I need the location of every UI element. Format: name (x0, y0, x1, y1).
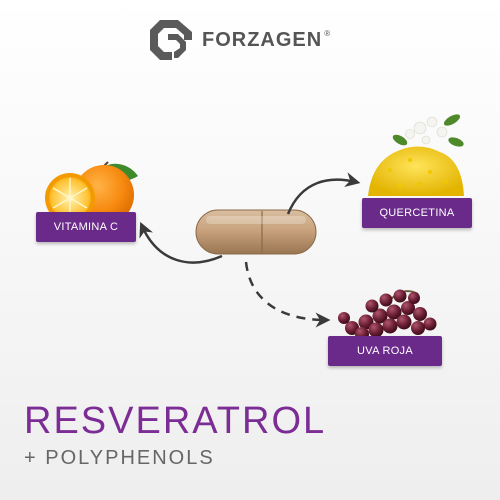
forzagen-logo-icon (150, 20, 192, 60)
label-uva-roja: UVA ROJA (328, 336, 442, 366)
arrow-to-quercetina (286, 172, 361, 215)
capsule-icon (195, 209, 317, 255)
arrow-to-uva-roja (244, 261, 331, 328)
label-quercetina: QUERCETINA (362, 198, 472, 228)
arrow-to-vitamina-c (139, 221, 223, 264)
brand-header: FORZAGEN® (148, 18, 331, 62)
orange-icon (45, 161, 138, 225)
quercetin-powder-icon (368, 114, 464, 196)
red-grapes-icon (338, 289, 437, 341)
registered-mark: ® (324, 28, 332, 38)
brand-name: FORZAGEN® (202, 28, 332, 51)
product-title: RESVERATROL (24, 400, 327, 442)
product-subtitle: + POLYPHENOLS (24, 447, 215, 469)
label-vitamina-c: VITAMINA C (36, 212, 136, 242)
